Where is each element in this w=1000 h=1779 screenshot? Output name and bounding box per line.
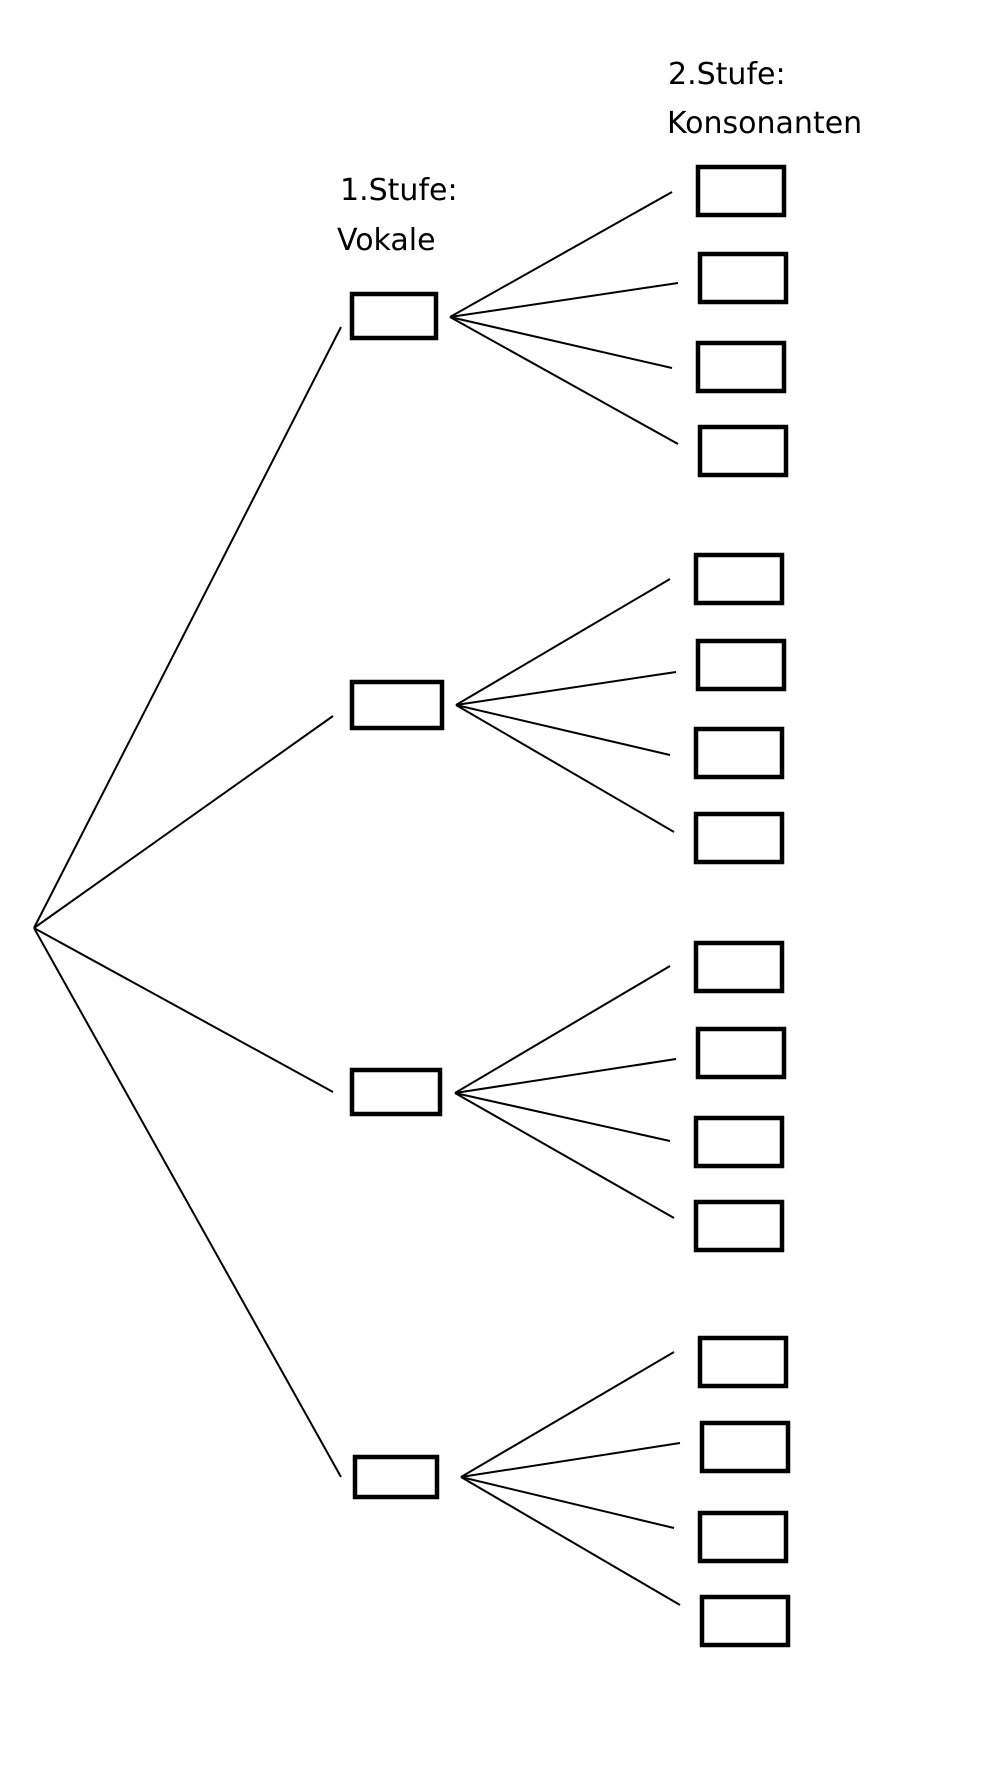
level2-branch-line: [449, 191, 673, 318]
level1-heading-line1: 1.Stufe:: [340, 173, 458, 208]
level2-consonant-box[interactable]: [699, 1420, 791, 1474]
level2-branch-line: [455, 704, 675, 833]
level2-heading-line2: Konsonanten: [667, 106, 862, 141]
level2-branch-line: [455, 704, 671, 756]
level2-consonant-box[interactable]: [693, 811, 785, 865]
root-branch-line: [33, 927, 342, 1478]
level2-consonant-box[interactable]: [695, 164, 787, 218]
level2-branch-line: [460, 1351, 675, 1478]
level2-branch-line: [460, 1476, 675, 1529]
level2-consonant-box[interactable]: [693, 726, 785, 780]
level1-vowel-box[interactable]: [349, 679, 445, 731]
level2-branch-line: [455, 578, 671, 706]
level2-branch-line: [449, 282, 679, 318]
level2-consonant-box[interactable]: [697, 1335, 789, 1389]
level2-consonant-box[interactable]: [693, 1115, 785, 1169]
level1-vowel-box[interactable]: [352, 1454, 440, 1500]
level2-branch-line: [449, 316, 679, 445]
answer-boxes: [349, 164, 791, 1648]
level2-consonant-box[interactable]: [699, 1594, 791, 1648]
root-branch-line: [33, 927, 334, 1093]
level1-vowel-box[interactable]: [349, 291, 439, 341]
level2-consonant-box[interactable]: [695, 340, 787, 394]
level2-consonant-box[interactable]: [697, 424, 789, 478]
level2-branch-line: [454, 1092, 675, 1219]
root-branch-line: [33, 326, 342, 929]
level2-branch-line: [449, 316, 673, 369]
level2-consonant-box[interactable]: [695, 1026, 787, 1080]
branch-lines: [33, 191, 681, 1606]
root-branch-line: [33, 715, 334, 929]
level2-branch-line: [454, 965, 671, 1094]
level2-consonant-box[interactable]: [697, 251, 789, 305]
level2-branch-line: [454, 1058, 677, 1094]
level1-heading-line2: Vokale: [337, 223, 436, 258]
level2-branch-line: [454, 1092, 671, 1142]
level2-consonant-box[interactable]: [693, 552, 785, 606]
level2-branch-line: [455, 671, 677, 706]
level2-consonant-box[interactable]: [693, 940, 785, 994]
level2-branch-line: [460, 1442, 681, 1478]
level2-consonant-box[interactable]: [695, 638, 787, 692]
level2-branch-line: [460, 1476, 681, 1606]
level2-consonant-box[interactable]: [697, 1510, 789, 1564]
level2-heading-line1: 2.Stufe:: [668, 57, 786, 92]
level1-vowel-box[interactable]: [349, 1067, 443, 1117]
level2-consonant-box[interactable]: [693, 1199, 785, 1253]
